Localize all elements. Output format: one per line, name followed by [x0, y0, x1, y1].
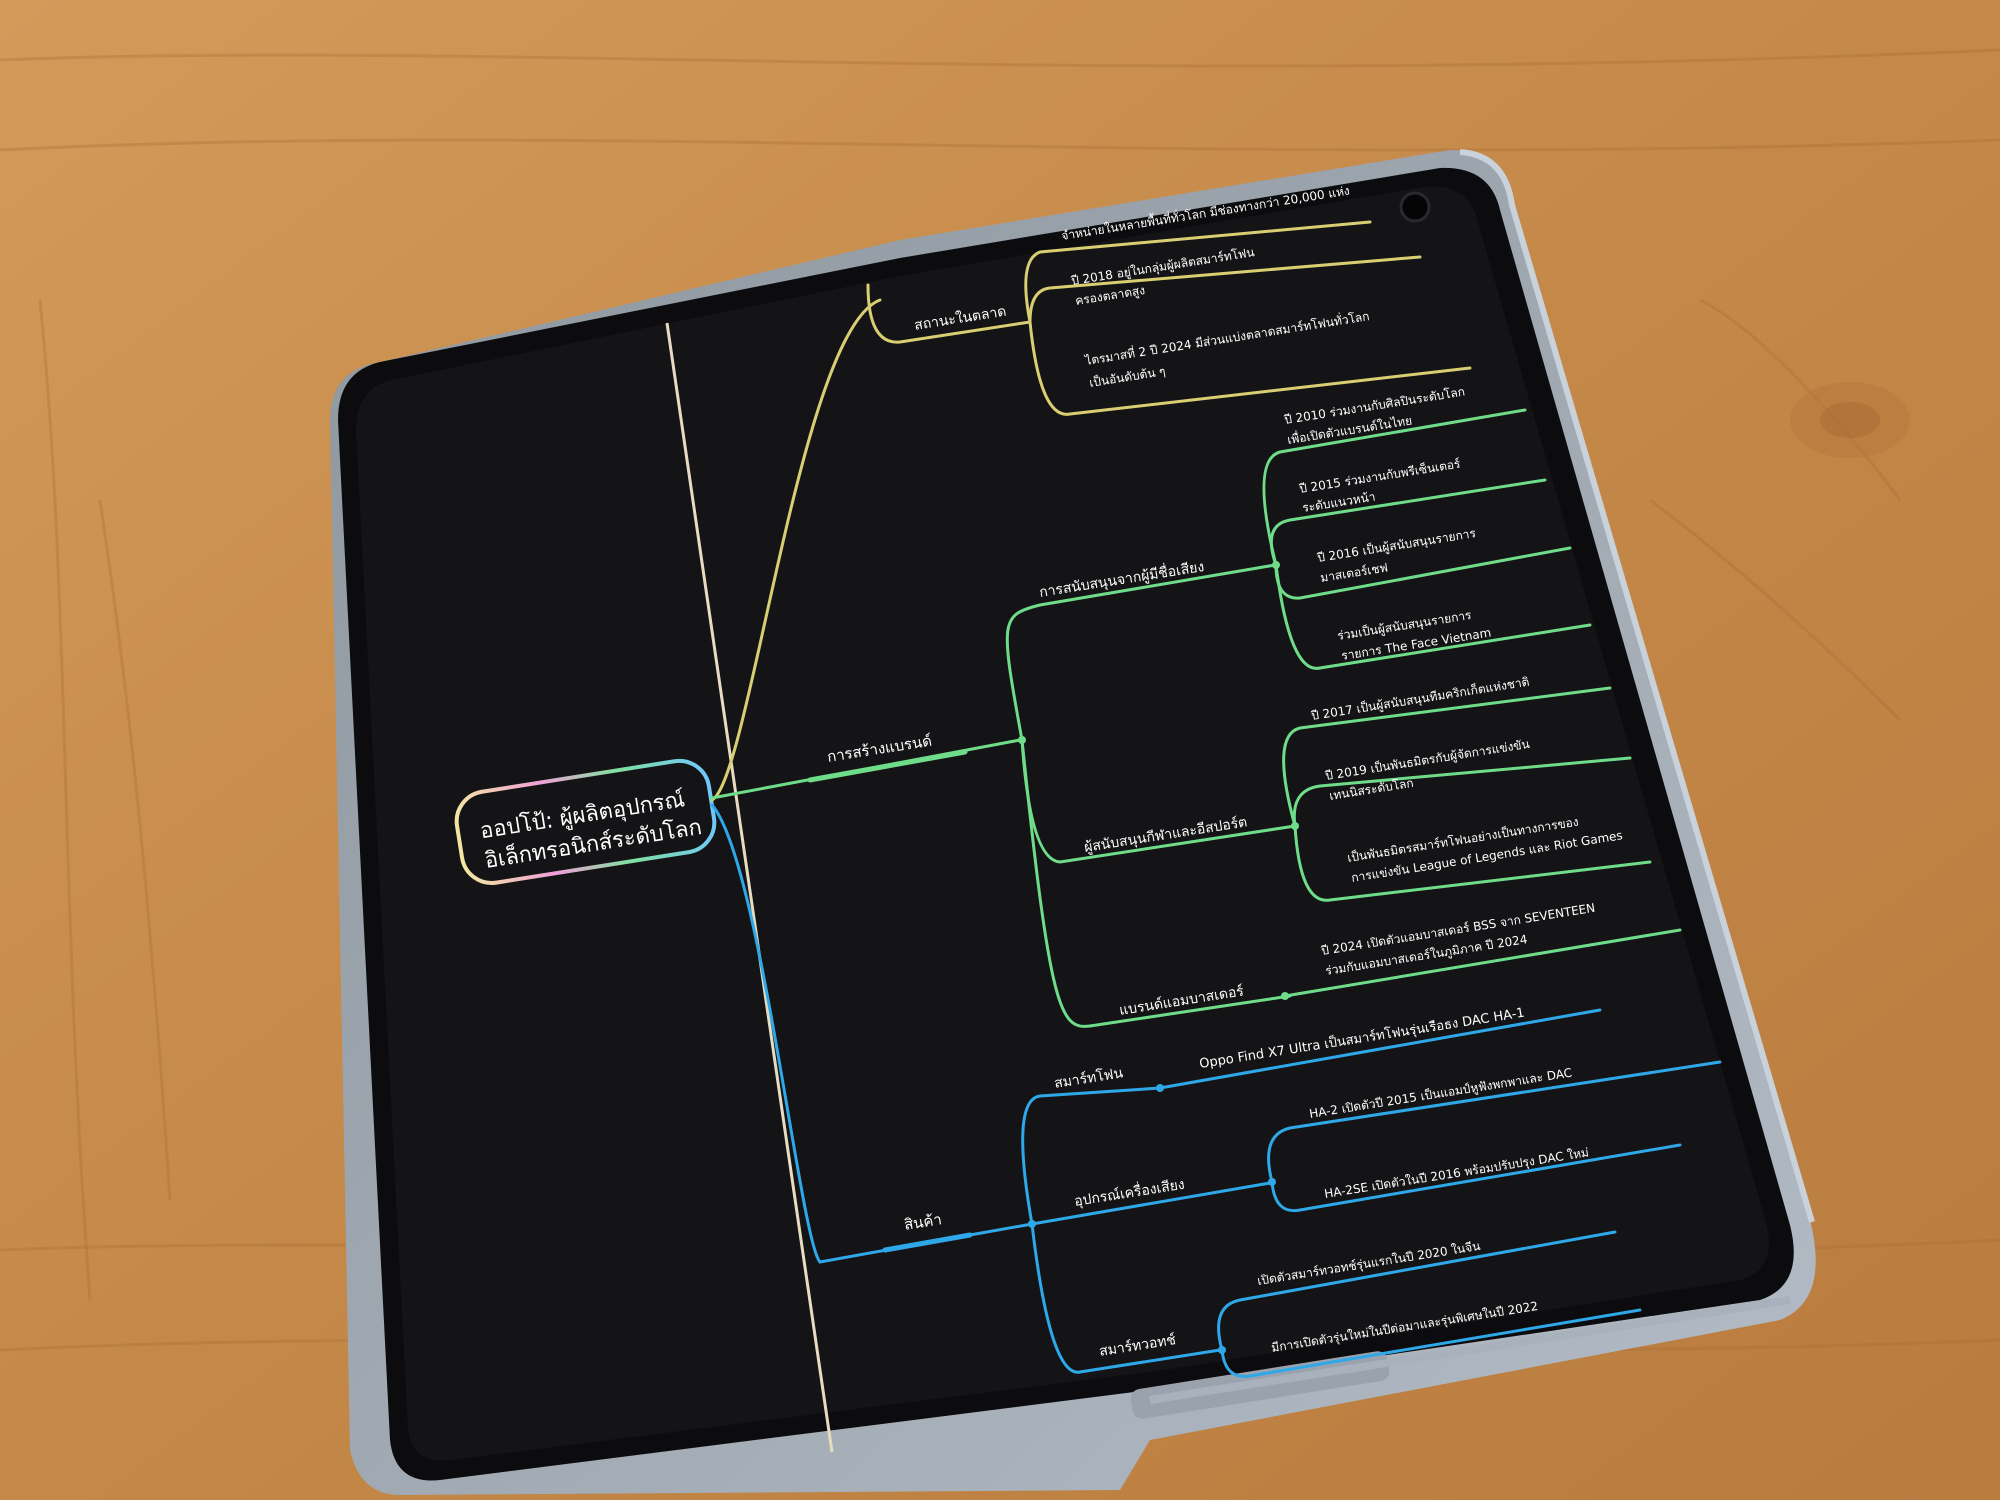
screen — [356, 186, 1769, 1461]
connector-root-to-yellow — [710, 298, 882, 802]
label-products: สินค้า — [903, 1210, 943, 1234]
front-camera-icon — [1399, 191, 1431, 223]
foldable-phone — [330, 150, 1816, 1495]
frame-right-edge — [1459, 149, 1815, 1223]
root-node: ออปโป้: ผู้ผลิตอุปกรณ์ อิเล็กทรอนิกส์ระด… — [454, 758, 717, 885]
frame-bottom-edge — [1149, 1296, 1791, 1404]
connector-root-to-blue — [710, 803, 972, 1264]
fold-divider — [665, 322, 834, 1453]
